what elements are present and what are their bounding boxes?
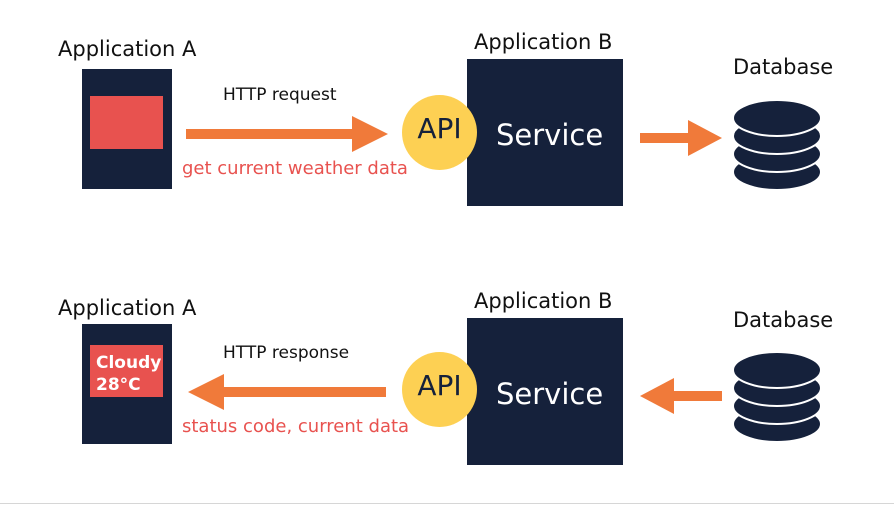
application-a-label: Application A (58, 37, 197, 61)
request-payload-label: get current weather data (182, 158, 408, 179)
api-badge: API (402, 95, 477, 170)
right-arrow-icon (640, 120, 722, 156)
database-label: Database (733, 55, 834, 79)
response-payload-label: status code, current data (182, 416, 410, 437)
database-icon (732, 99, 822, 191)
weather-readout: Cloudy 28°C (96, 352, 161, 396)
api-label: API (417, 112, 462, 145)
weather-screen: Cloudy 28°C (90, 345, 163, 397)
api-label: API (417, 369, 462, 402)
application-b-label: Application B (474, 289, 613, 313)
weather-temperature: 28°C (96, 375, 141, 395)
left-arrow-icon (188, 374, 386, 410)
bottom-divider (0, 503, 894, 504)
right-arrow-icon (186, 116, 388, 152)
left-arrow-icon (640, 378, 722, 414)
device-screen (90, 96, 163, 149)
service-box: Service (467, 318, 623, 465)
application-a-label: Application A (58, 296, 197, 320)
service-label: Service (496, 118, 604, 152)
application-b-label: Application B (474, 30, 613, 54)
http-request-label: HTTP request (223, 85, 337, 105)
database-icon (732, 351, 822, 443)
api-badge: API (402, 352, 477, 427)
application-a-device: Cloudy 28°C (82, 324, 172, 444)
http-response-label: HTTP response (223, 343, 350, 363)
application-a-device (82, 69, 172, 189)
weather-condition: Cloudy (96, 353, 162, 373)
service-label: Service (496, 377, 604, 411)
database-label: Database (733, 308, 834, 332)
service-box: Service (467, 59, 623, 206)
